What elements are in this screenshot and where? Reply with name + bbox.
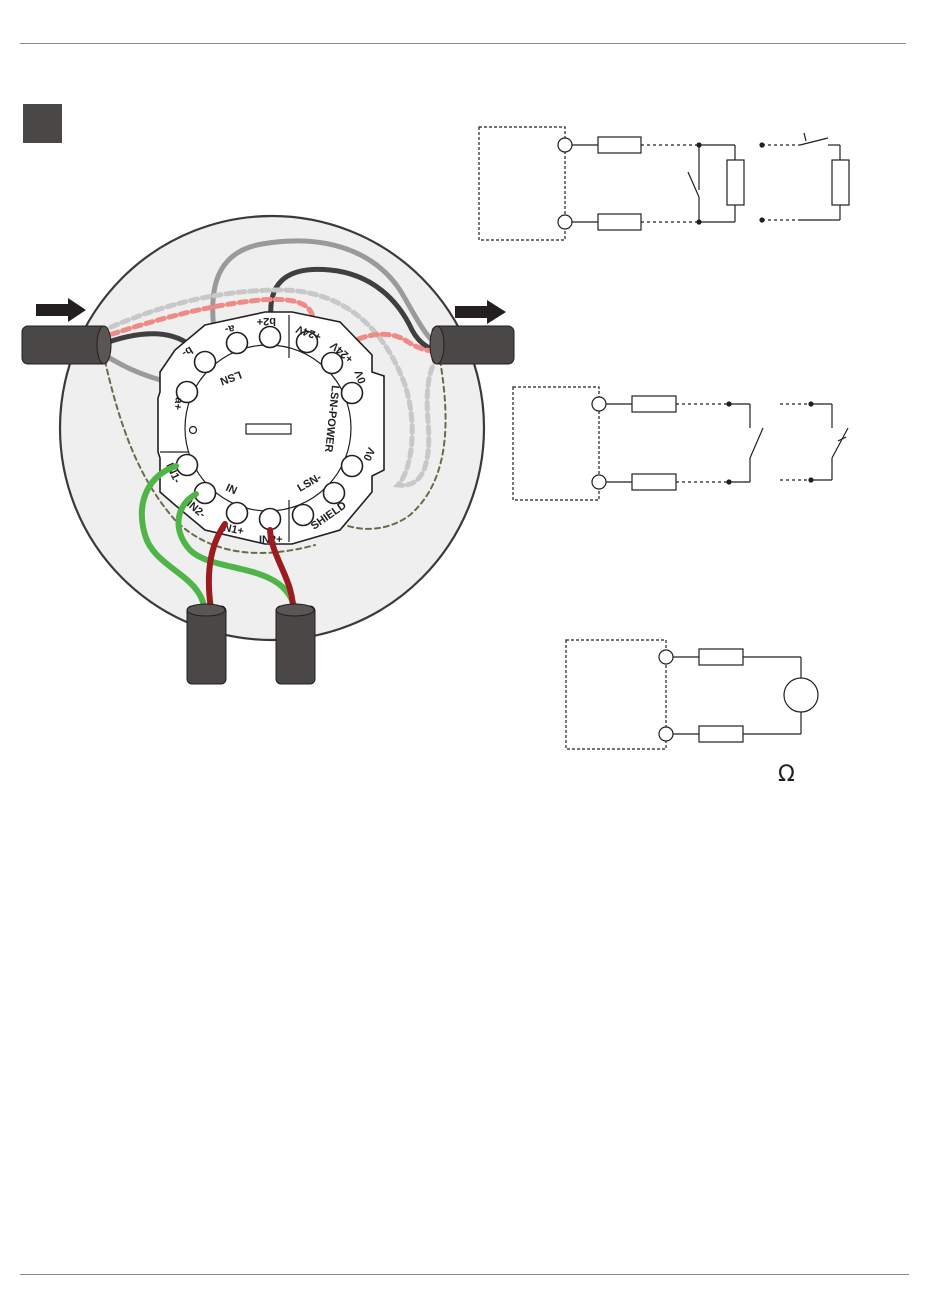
terminal-b2-plus bbox=[260, 327, 281, 348]
terminal-circle bbox=[592, 475, 606, 489]
schematic-2-dots bbox=[726, 401, 813, 484]
terminal-in1-plus bbox=[227, 503, 248, 524]
schematic-1 bbox=[479, 127, 849, 240]
schematic-3 bbox=[566, 640, 818, 749]
resistor-icon bbox=[727, 160, 744, 205]
switch-icon bbox=[688, 172, 699, 197]
terminal-board: a+ b- a- b2+ +24V +24V 0V 0V LSN- SHIELD… bbox=[158, 312, 384, 546]
module-box bbox=[479, 127, 565, 240]
switch-icon bbox=[832, 428, 848, 458]
cable-bottom-left-end bbox=[187, 604, 225, 616]
cable-right-end bbox=[430, 326, 444, 364]
terminal-in2-plus bbox=[260, 509, 281, 530]
resistor-icon bbox=[699, 726, 743, 742]
arrow-right-icon bbox=[455, 300, 506, 324]
ohm-symbol: Ω bbox=[778, 762, 795, 787]
resistor-icon bbox=[699, 649, 743, 665]
terminal-b-minus bbox=[195, 352, 216, 373]
arrow-right-icon bbox=[36, 298, 86, 322]
cable-bottom-right-end bbox=[276, 604, 314, 616]
cable-bottom-left bbox=[187, 606, 226, 684]
switch-icon bbox=[800, 138, 828, 145]
cable-left-end bbox=[97, 326, 111, 364]
terminal-zero-v-a bbox=[342, 383, 363, 404]
resistor-icon bbox=[632, 474, 676, 490]
board-center-hole bbox=[190, 427, 197, 434]
schematic-2 bbox=[513, 387, 848, 500]
terminal-circle bbox=[592, 397, 606, 411]
resistor-icon bbox=[832, 160, 849, 205]
meter-icon bbox=[784, 678, 818, 712]
schematic-1-dots bbox=[696, 142, 764, 224]
terminal-circle bbox=[558, 215, 572, 229]
board-center-slot bbox=[246, 424, 291, 434]
terminal-circle bbox=[659, 650, 673, 664]
terminal-zero-v-b bbox=[342, 456, 363, 477]
resistor-icon bbox=[632, 396, 676, 412]
resistor-icon bbox=[598, 214, 641, 230]
switch-icon bbox=[750, 428, 763, 458]
module-box bbox=[566, 640, 666, 749]
cable-bottom-right bbox=[276, 606, 315, 684]
label-b2-plus: b2+ bbox=[257, 315, 276, 327]
resistor-icon bbox=[598, 137, 641, 153]
label-a-plus: a+ bbox=[171, 396, 185, 410]
terminal-circle bbox=[558, 138, 572, 152]
cable-left bbox=[22, 326, 108, 364]
terminal-circle bbox=[659, 727, 673, 741]
module-box bbox=[513, 387, 599, 500]
